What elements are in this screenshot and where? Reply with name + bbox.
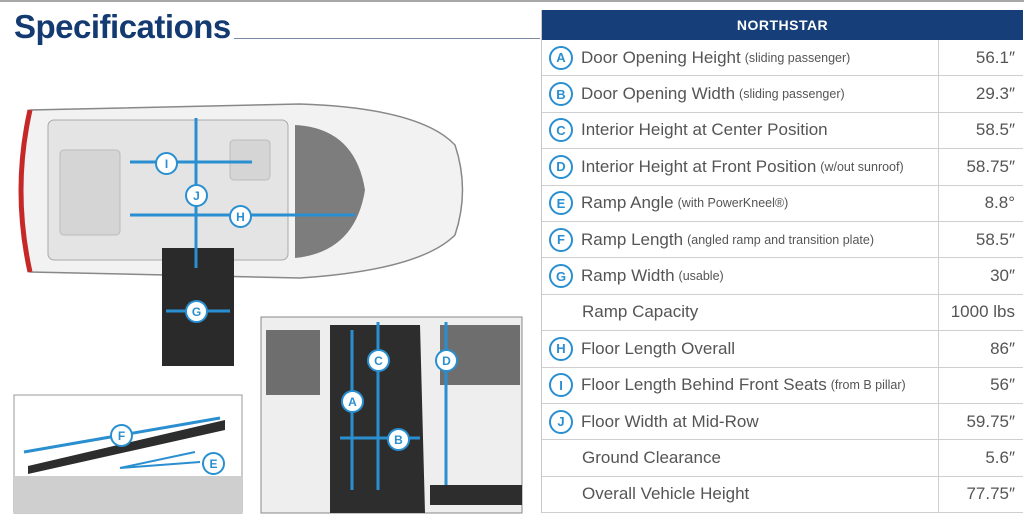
spec-label-cell: D Interior Height at Front Position(w/out… [542,149,939,185]
spec-note: (w/out sunroof) [820,159,904,174]
spec-name: Ramp Angle [581,193,674,213]
spec-label-cell: Ramp Capacity [542,294,939,331]
spec-label-cell: F Ramp Length(angled ramp and transition … [542,221,939,258]
table-row: J Floor Width at Mid-Row 59.75″ [542,403,1023,441]
diagram-label-j: J [185,184,208,207]
diagram-label-d: D [435,349,458,372]
table-row: I Floor Length Behind Front Seats(from B … [542,367,1023,404]
table-row: Overall Vehicle Height 77.75″ [542,476,1023,514]
spec-label-cell: H Floor Length Overall [542,331,939,367]
spec-label-cell: A Door Opening Height(sliding passenger) [542,40,939,76]
letter-badge: A [549,45,573,70]
letter-badge: E [549,191,573,216]
diagram-label-f: F [110,424,133,447]
table-row: C Interior Height at Center Position 58.5″ [542,112,1023,150]
table-row: H Floor Length Overall 86″ [542,331,1023,368]
spec-value: 59.75″ [966,411,1015,431]
spec-name: Floor Width at Mid-Row [581,411,759,431]
page-title: Specifications [14,8,231,45]
spec-value: 58.5″ [975,229,1015,249]
ramp-angle-view [13,394,243,514]
diagram-label-i: I [155,152,178,175]
spec-label-cell: J Floor Width at Mid-Row [542,403,939,440]
top-border [0,0,1024,2]
spec-label-cell: G Ramp Width(usable) [542,258,939,294]
spec-value: 58.5″ [975,120,1015,140]
spec-name: Interior Height at Center Position [581,120,828,140]
table-row: G Ramp Width(usable) 30″ [542,258,1023,295]
table-row: Ground Clearance 5.6″ [542,440,1023,477]
spec-value: 58.75″ [966,156,1015,176]
table-header: NORTHSTAR [542,10,1023,40]
spec-value: 5.6″ [985,447,1015,467]
spec-value: 56.1″ [975,47,1015,67]
spec-name: Ramp Capacity [582,302,699,322]
spec-name: Ramp Length [581,229,684,249]
spec-name: Door Opening Height [581,47,741,67]
table-row: B Door Opening Width(sliding passenger) 29… [542,76,1023,113]
spec-value: 29.3″ [975,84,1015,104]
diagram-label-g: G [185,300,208,323]
diagram-label-b: B [387,428,410,451]
letter-badge: B [549,82,573,107]
table-row: A Door Opening Height(sliding passenger) 5… [542,40,1023,77]
letter-badge: G [549,264,573,289]
letter-badge: H [549,336,573,361]
spec-name: Ground Clearance [582,447,721,467]
van-top-view [18,103,464,366]
diagram-label-a: A [341,390,364,413]
spec-note: (with PowerKneel®) [677,196,789,211]
spec-note: (from B pillar) [830,378,906,393]
spec-name: Interior Height at Front Position [581,156,817,176]
spec-name: Ramp Width [581,266,675,286]
letter-badge: F [549,227,573,252]
diagram-label-e: E [202,452,225,475]
diagram-label-h: H [229,205,252,228]
spec-note: (usable) [678,269,724,284]
spec-value: 8.8° [984,193,1015,213]
spec-name: Floor Length Behind Front Seats [581,375,827,395]
letter-badge: I [549,373,573,398]
spec-note: (sliding passenger) [744,50,851,65]
spec-note: (sliding passenger) [739,87,845,102]
spec-label-cell: Ground Clearance [542,440,939,476]
letter-badge: C [549,118,573,143]
table-row: Ramp Capacity 1000 lbs [542,294,1023,332]
van-side-view [260,316,523,514]
table-row: D Interior Height at Front Position(w/out… [542,149,1023,186]
vehicle-diagrams [13,103,523,514]
spec-name: Overall Vehicle Height [582,484,750,504]
spec-value: 77.75″ [966,484,1015,504]
letter-badge: J [549,409,573,434]
diagram-label-c: C [367,349,390,372]
spec-value: 30″ [990,266,1015,286]
table-row: E Ramp Angle(with PowerKneel®) 8.8° [542,185,1023,222]
spec-label-cell: B Door Opening Width(sliding passenger) [542,76,939,112]
letter-badge: D [549,154,573,179]
spec-value: 56″ [990,375,1015,395]
title-rule [234,38,540,39]
spec-name: Floor Length Overall [581,338,736,358]
spec-value: 86″ [990,338,1015,358]
spec-label-cell: Overall Vehicle Height [542,476,939,513]
spec-label-cell: E Ramp Angle(with PowerKneel®) [542,185,939,221]
spec-value: 1000 lbs [950,302,1015,322]
spec-label-cell: I Floor Length Behind Front Seats(from B … [542,367,939,403]
spec-label-cell: C Interior Height at Center Position [542,112,939,149]
spec-note: (angled ramp and transition plate) [687,232,874,247]
table-row: F Ramp Length(angled ramp and transition … [542,221,1023,259]
spec-name: Door Opening Width [581,84,736,104]
